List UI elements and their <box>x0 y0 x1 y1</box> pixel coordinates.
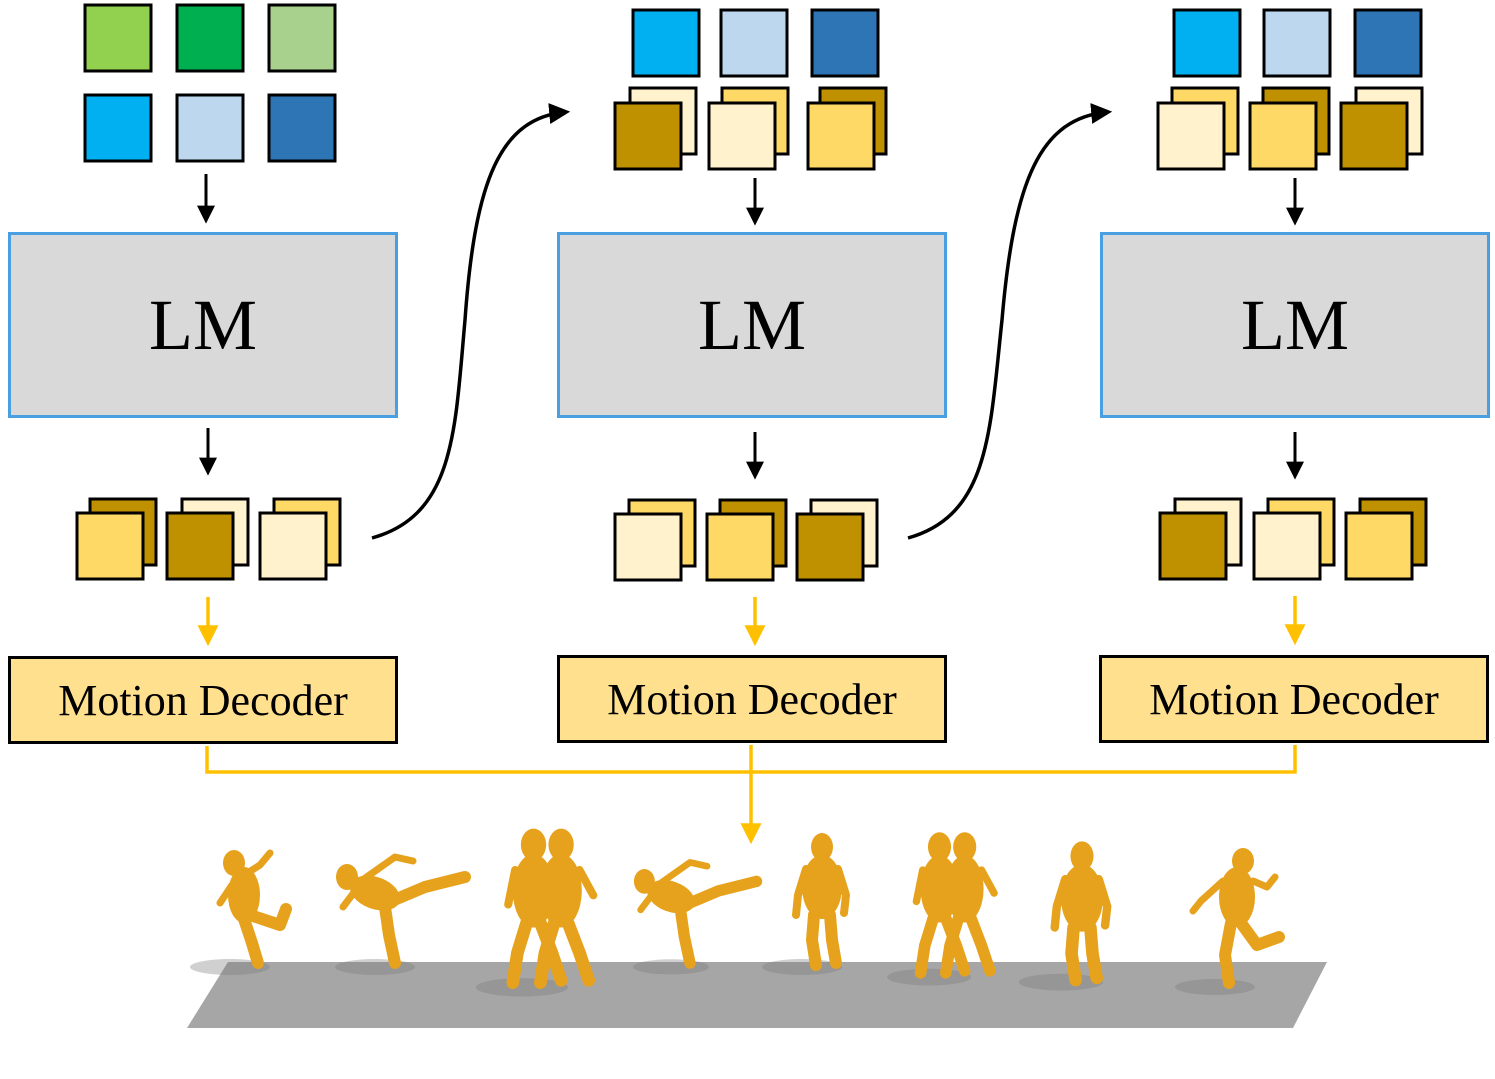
token-blue-dark <box>1353 8 1423 78</box>
human-motion-figure-icon <box>633 859 763 975</box>
merge-connector <box>205 745 1297 845</box>
token-blue-pale <box>175 93 245 163</box>
token-green-light <box>83 3 153 73</box>
human-motion-figure-icon <box>476 828 598 997</box>
decoder-label: Motion Decoder <box>58 675 348 725</box>
lm-box-3: LM <box>1100 232 1490 418</box>
motion-decoder-2: Motion Decoder <box>557 655 947 743</box>
human-motion-figure-icon <box>762 833 850 975</box>
stage3-input-tokens <box>1156 8 1424 171</box>
lm-label: LM <box>698 284 806 365</box>
token-front <box>613 101 683 171</box>
lm-label: LM <box>1241 284 1349 365</box>
token-front <box>806 101 876 171</box>
curved-arrow-2 <box>907 103 1113 540</box>
lm-box-2: LM <box>557 232 947 418</box>
token-blue-pale <box>719 8 789 78</box>
stage3-output-tokens <box>1158 497 1428 581</box>
token-blue-bright <box>631 8 701 78</box>
motion-figures <box>190 828 1285 997</box>
token-green-dark <box>175 3 245 73</box>
input-arrows <box>197 174 1304 226</box>
token-blue-dark <box>267 93 337 163</box>
human-motion-figure-icon <box>190 849 292 975</box>
token-front <box>1339 101 1409 171</box>
stage1-input-tokens <box>83 3 337 163</box>
feedback-arrows <box>371 103 1113 540</box>
token-blue-dark <box>810 8 880 78</box>
token-front <box>1248 101 1318 171</box>
decoder-label: Motion Decoder <box>1149 674 1439 724</box>
token-front <box>707 101 777 171</box>
stage2-output-tokens <box>613 498 879 582</box>
token-front <box>1156 101 1226 171</box>
output-arrows <box>199 428 1304 480</box>
decoder-arrows <box>197 596 1306 647</box>
token-blue-bright <box>1172 8 1242 78</box>
human-motion-figure-icon <box>335 853 471 975</box>
motion-decoder-3: Motion Decoder <box>1099 655 1489 743</box>
lm-box-1: LM <box>8 232 398 418</box>
token-green-pale <box>267 3 337 73</box>
human-motion-figure-icon <box>887 832 998 986</box>
token-blue-pale <box>1262 8 1332 78</box>
stage2-input-tokens <box>613 8 888 171</box>
human-motion-figure-icon <box>1019 841 1112 991</box>
human-motion-figure-icon <box>1175 848 1285 995</box>
curved-arrow-1 <box>371 103 571 540</box>
token-blue-bright <box>83 93 153 163</box>
motion-decoder-1: Motion Decoder <box>8 656 398 744</box>
floor-plane <box>187 962 1327 1028</box>
lm-label: LM <box>149 284 257 365</box>
decoder-label: Motion Decoder <box>607 674 897 724</box>
stage1-output-tokens <box>75 497 342 581</box>
